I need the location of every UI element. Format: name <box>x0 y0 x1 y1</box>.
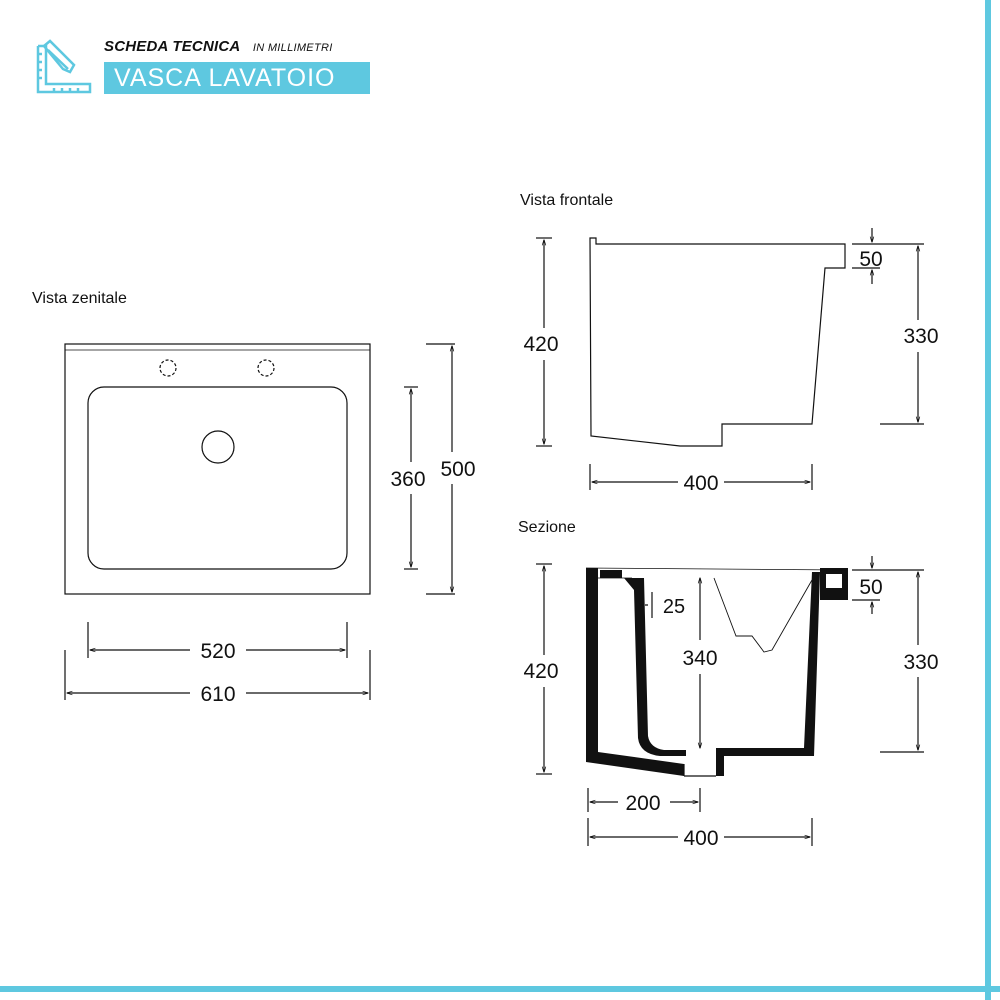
frame-right-border <box>985 0 991 1000</box>
front-dim-height: 420 <box>523 333 558 356</box>
front-dim-width: 400 <box>683 472 718 495</box>
section-back-wall <box>586 568 684 776</box>
top-view-outline <box>64 343 371 595</box>
drain-hole <box>201 430 235 464</box>
section-overflow-profile <box>713 577 813 653</box>
header-title-row: SCHEDA TECNICA IN MILLIMETRI <box>104 38 333 56</box>
dim-outer-width: 610 <box>200 683 235 706</box>
header-title: SCHEDA TECNICA <box>104 38 241 55</box>
dim-outer-depth: 500 <box>440 458 475 481</box>
product-banner: VASCA LAVATOIO <box>104 62 370 94</box>
front-dim-bowl-height: 330 <box>903 325 938 348</box>
frame-bottom-border <box>0 986 1000 992</box>
section-view <box>586 568 848 776</box>
front-dim-rim: 50 <box>859 248 882 271</box>
section-dim-width: 400 <box>683 827 718 850</box>
section-dim-bowl-height: 330 <box>903 651 938 674</box>
dim-inner-depth: 360 <box>390 468 425 491</box>
tap-hole-left <box>159 359 177 377</box>
front-view-title: Vista frontale <box>520 192 613 209</box>
section-dim-wall: 25 <box>663 596 685 618</box>
section-dim-depth: 340 <box>682 647 717 670</box>
section-dim-height: 420 <box>523 660 558 683</box>
section-inner-wall <box>624 578 686 756</box>
front-view <box>536 228 924 490</box>
section-floor <box>716 572 820 776</box>
dim-inner-width: 520 <box>200 640 235 663</box>
top-view-title: Vista zenitale <box>32 290 127 307</box>
front-view-outline <box>589 237 846 447</box>
top-view <box>64 343 455 700</box>
section-title: Sezione <box>518 519 576 536</box>
top-view-basin <box>87 386 348 570</box>
header-units: IN MILLIMETRI <box>252 42 333 54</box>
section-dim-back-width: 200 <box>625 792 660 815</box>
tap-hole-right <box>257 359 275 377</box>
section-dim-rim: 50 <box>859 576 882 599</box>
ruler-pencil-icon <box>36 39 92 94</box>
